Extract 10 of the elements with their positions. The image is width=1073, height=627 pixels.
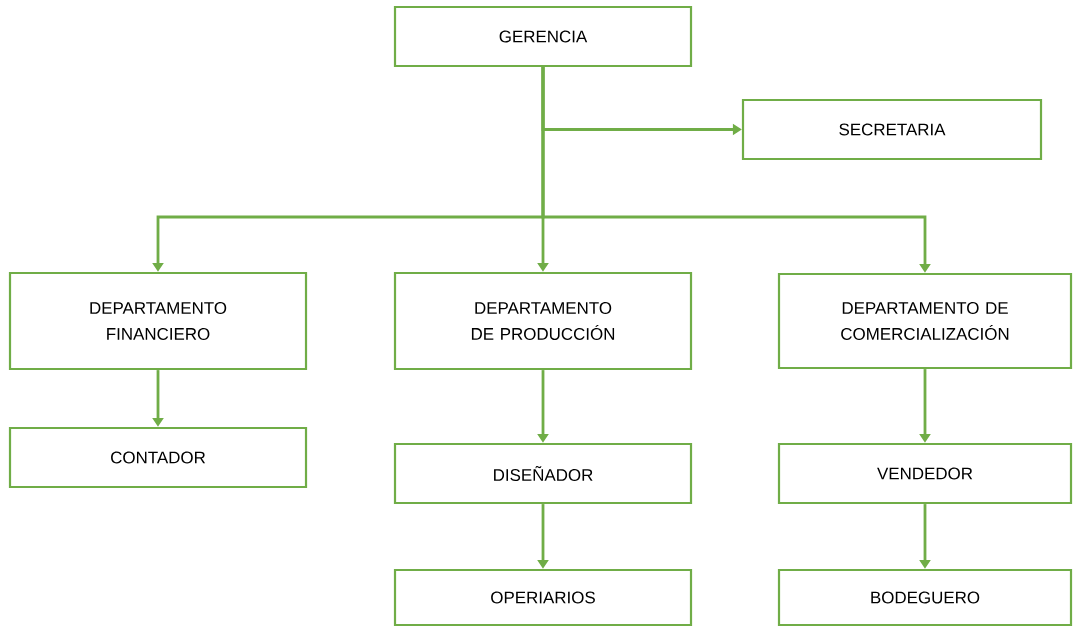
org-box: DEPARTAMENTO DE PRODUCCIÓN <box>393 271 693 371</box>
org-box: DEPARTAMENTO FINANCIERO <box>8 271 308 371</box>
org-box: OPERIARIOS <box>393 568 693 627</box>
org-box: SECRETARIA <box>741 98 1043 161</box>
org-box: DEPARTAMENTO DE COMERCIALIZACIÓN <box>777 272 1073 370</box>
org-box: GERENCIA <box>393 5 693 68</box>
org-box: DISEÑADOR <box>393 442 693 505</box>
org-box: BODEGUERO <box>777 568 1073 627</box>
org-box: CONTADOR <box>8 426 308 489</box>
org-box: VENDEDOR <box>777 442 1073 505</box>
